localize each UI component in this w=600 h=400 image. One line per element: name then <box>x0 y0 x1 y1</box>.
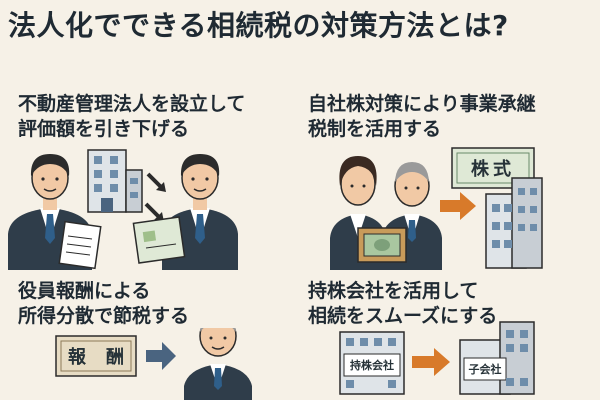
page-title: 法人化でできる相続税の対策方法とは? <box>8 9 509 42</box>
reward-plaque <box>55 335 137 377</box>
stock-label: 株式 <box>471 159 515 180</box>
section-1-line-2: 評価額を引き下げる <box>18 118 190 140</box>
arrow-icon <box>440 192 476 220</box>
section-3-line-1: 役員報酬による <box>18 280 151 302</box>
subsidiary-label: 子会社 <box>468 363 502 376</box>
office-building-icon <box>339 331 405 395</box>
illustration-holding-company <box>339 321 535 395</box>
section-1-title: 不動産管理法人を設立して 評価額を引き下げる <box>18 92 245 142</box>
section-3-line-2: 所得分散で節税する <box>18 305 190 327</box>
document-icon <box>58 220 102 270</box>
illustration-officer-compensation <box>55 328 252 400</box>
section-1-line-1: 不動産管理法人を設立して <box>18 93 246 115</box>
reward-label-2: 酬 <box>106 347 124 368</box>
office-building-icon <box>87 149 143 213</box>
section-3-title: 役員報酬による 所得分散で節税する <box>18 279 189 329</box>
reward-label-1: 報 <box>68 347 86 368</box>
document-icon <box>132 216 186 264</box>
arrow-icon <box>146 342 176 370</box>
illustration-business-succession <box>330 147 543 270</box>
office-building-icon <box>459 321 535 395</box>
section-2-line-2: 税制を活用する <box>308 118 442 140</box>
illustration-real-estate-company <box>8 149 238 270</box>
holding-company-label: 持株会社 <box>350 359 394 372</box>
money-box-icon <box>357 227 407 263</box>
section-2-line-1: 自社株対策により事業承継 <box>308 93 536 115</box>
office-building-icon <box>485 177 543 269</box>
businessman-icon <box>184 328 252 400</box>
section-4-title: 持株会社を活用して 相続をスムーズにする <box>308 279 497 329</box>
arrow-icon <box>144 172 166 222</box>
section-2-title: 自社株対策により事業承継 税制を活用する <box>308 92 536 142</box>
section-4-line-2: 相続をスムーズにする <box>308 305 498 327</box>
section-4-line-1: 持株会社を活用して <box>308 280 479 302</box>
arrow-icon <box>412 348 450 376</box>
